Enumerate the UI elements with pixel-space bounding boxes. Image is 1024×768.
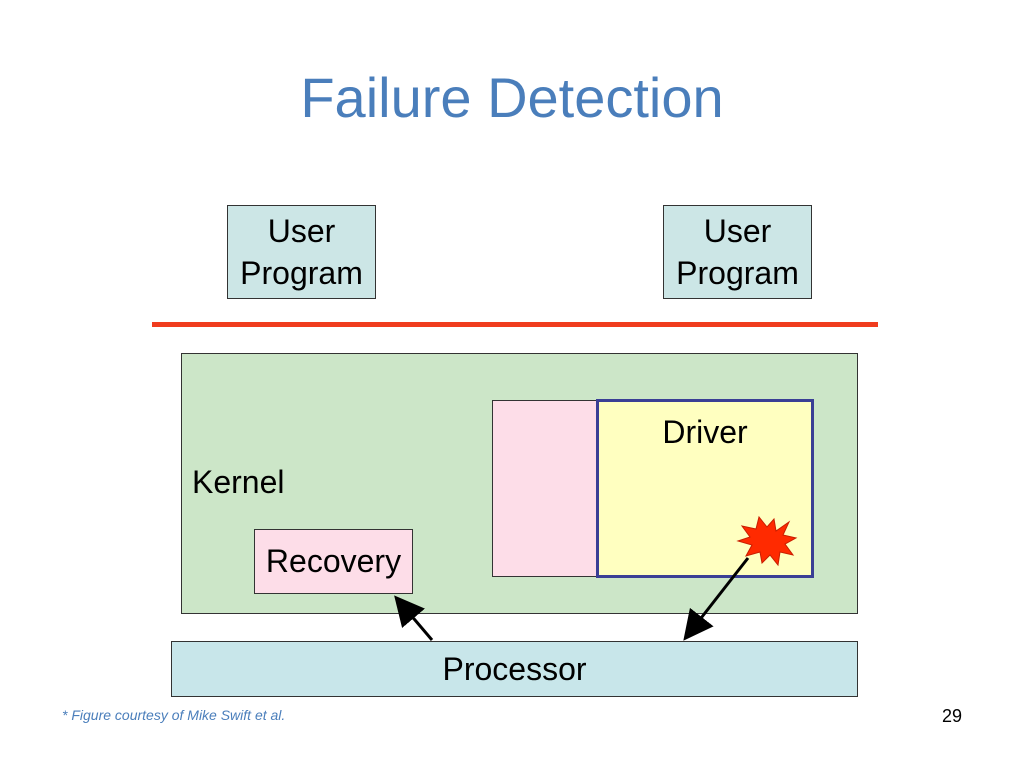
driver-label: Driver bbox=[662, 414, 748, 450]
user-kernel-boundary-line bbox=[152, 322, 878, 327]
user-program-label-line2: Program bbox=[240, 255, 363, 291]
user-program-label-line2: Program bbox=[676, 255, 799, 291]
user-program-label-line1: User bbox=[703, 213, 772, 249]
figure-credit-footnote: * Figure courtesy of Mike Swift et al. bbox=[62, 707, 286, 723]
page-number: 29 bbox=[941, 706, 962, 726]
driver-wrapper-box bbox=[492, 400, 602, 577]
slide-title: Failure Detection bbox=[300, 66, 724, 129]
user-program-box-right: User Program bbox=[663, 205, 812, 299]
driver-box: Driver bbox=[596, 399, 814, 578]
processor-box: Processor bbox=[171, 641, 858, 697]
user-program-box-left: User Program bbox=[227, 205, 376, 299]
user-program-label-line1: User bbox=[267, 213, 336, 249]
kernel-label: Kernel bbox=[192, 464, 285, 500]
recovery-box: Recovery bbox=[254, 529, 413, 594]
